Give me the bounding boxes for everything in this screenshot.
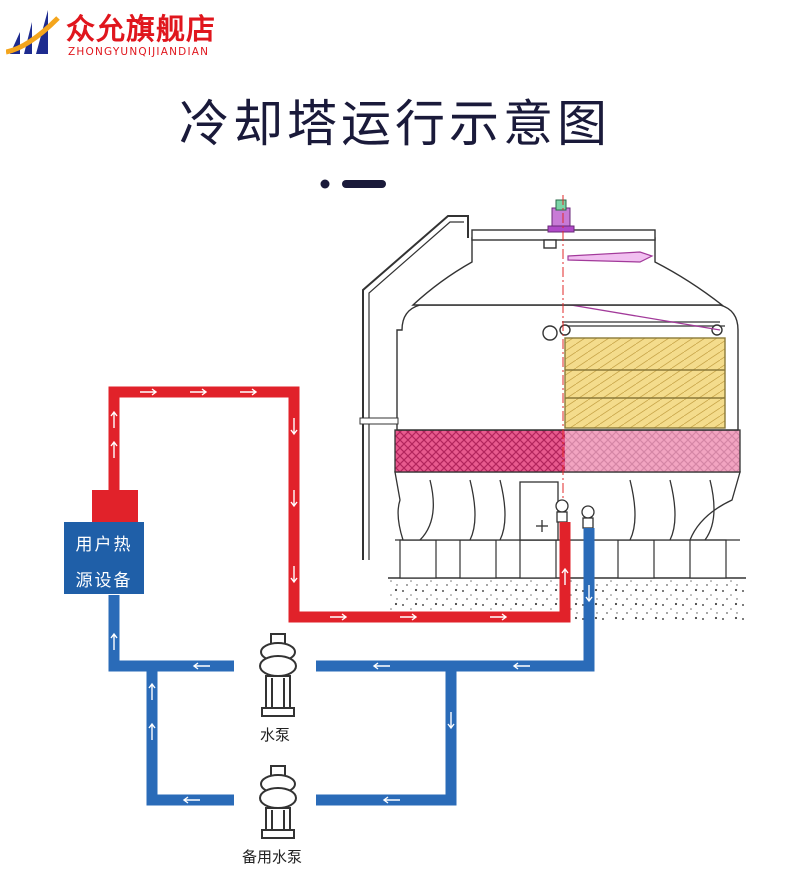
ladder-rail-inner	[368, 221, 464, 560]
ladder-rail	[362, 215, 469, 560]
brand-name: 众允旗舰店	[66, 12, 217, 46]
page-title: 冷却塔运行示意图	[179, 95, 611, 153]
heat-source-label-line2: 源设备	[75, 571, 133, 591]
brand-pinyin: ZHONGYUNQIJIANDIAN	[68, 46, 210, 58]
cold-water-pipe-standby-loop	[146, 666, 457, 806]
air-inlet-louver	[394, 429, 741, 473]
title-underline-dots	[320, 179, 386, 189]
pump-main-label: 水泵	[260, 726, 291, 744]
flow-arrows	[110, 388, 593, 804]
pump-main-icon	[259, 633, 297, 717]
heat-source-device	[64, 490, 144, 594]
fan-assembly	[547, 199, 654, 263]
heat-source-label-line1: 用户热	[75, 535, 133, 555]
pump-standby-icon	[259, 765, 297, 839]
tower-body	[396, 303, 739, 431]
brand-logo-icon	[6, 10, 60, 55]
ladder-bracket	[359, 417, 399, 425]
pump-standby-label: 备用水泵	[242, 848, 303, 866]
pipe-connectors	[536, 499, 595, 532]
support-piers	[395, 539, 740, 579]
tower-shoulder	[411, 229, 725, 306]
